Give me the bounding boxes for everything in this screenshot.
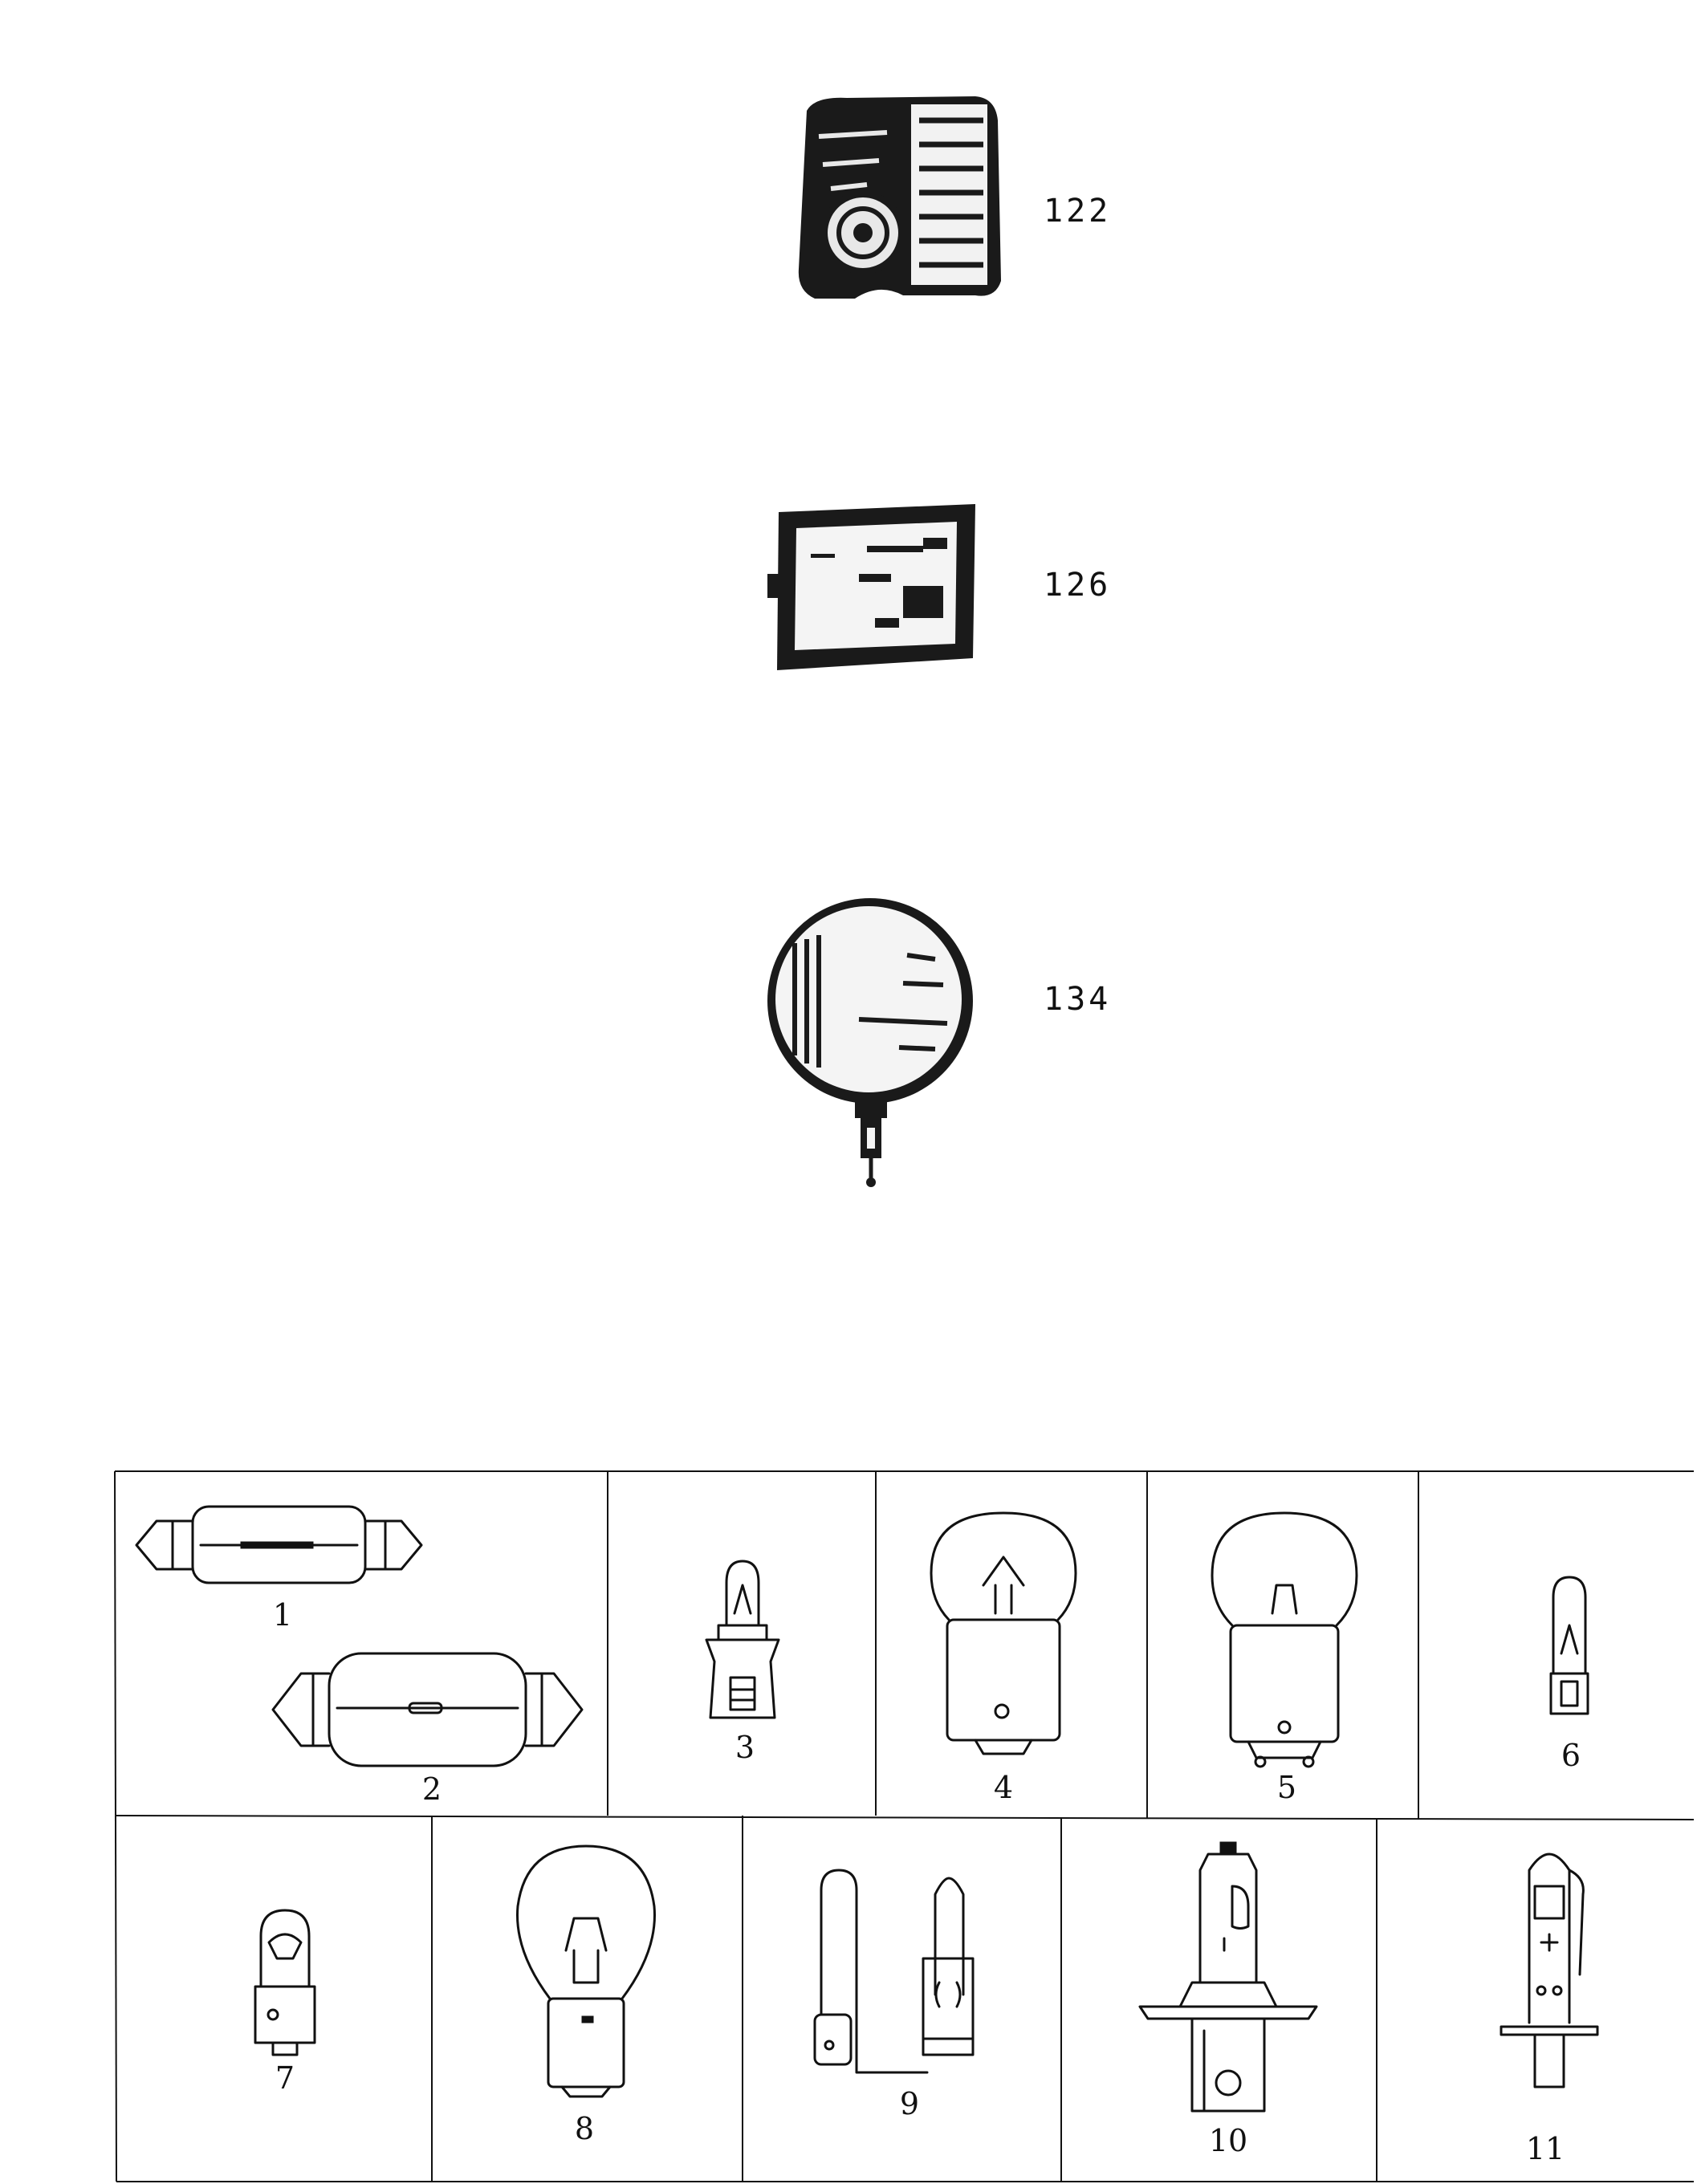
bulb-2-drawing [271,1652,584,1767]
bulb-4-label: 4 [994,1770,1013,1805]
bulb-8-label: 8 [575,2111,594,2146]
bulb-4-drawing [930,1511,1077,1755]
lamp-126-callout: 126 [1044,567,1112,604]
lamp-122-callout: 122 [1044,193,1112,230]
bulb-11-drawing [1500,1853,1599,2088]
lamp-134-callout: 134 [1044,981,1112,1018]
bulb-3-drawing [705,1560,780,1719]
bulb-7-label: 7 [275,2060,295,2096]
lamp-134-illustration [767,898,973,1187]
bulb-6-label: 6 [1561,1738,1581,1773]
lamp-126-illustration [767,504,975,670]
lamp-122-illustration [798,96,1001,299]
bulb-9-drawing [813,1869,975,2074]
bulb-10-label: 10 [1209,2123,1247,2158]
bulb-1-drawing [135,1505,423,1584]
bulb-6-drawing [1549,1576,1589,1715]
bulb-5-label: 5 [1277,1770,1296,1805]
bulb-table-grid [114,1470,1695,2182]
bulb-9-label: 9 [900,2086,919,2121]
bulb-11-label: 11 [1526,2131,1565,2166]
bulb-5-drawing [1211,1511,1358,1768]
bulb-1-label: 1 [273,1597,292,1633]
bulb-7-drawing [254,1909,316,2056]
bulb-3-label: 3 [735,1730,755,1765]
bulb-8-drawing [516,1844,656,2098]
bulb-10-drawing [1138,1841,1318,2113]
bulb-2-label: 2 [422,1771,442,1807]
